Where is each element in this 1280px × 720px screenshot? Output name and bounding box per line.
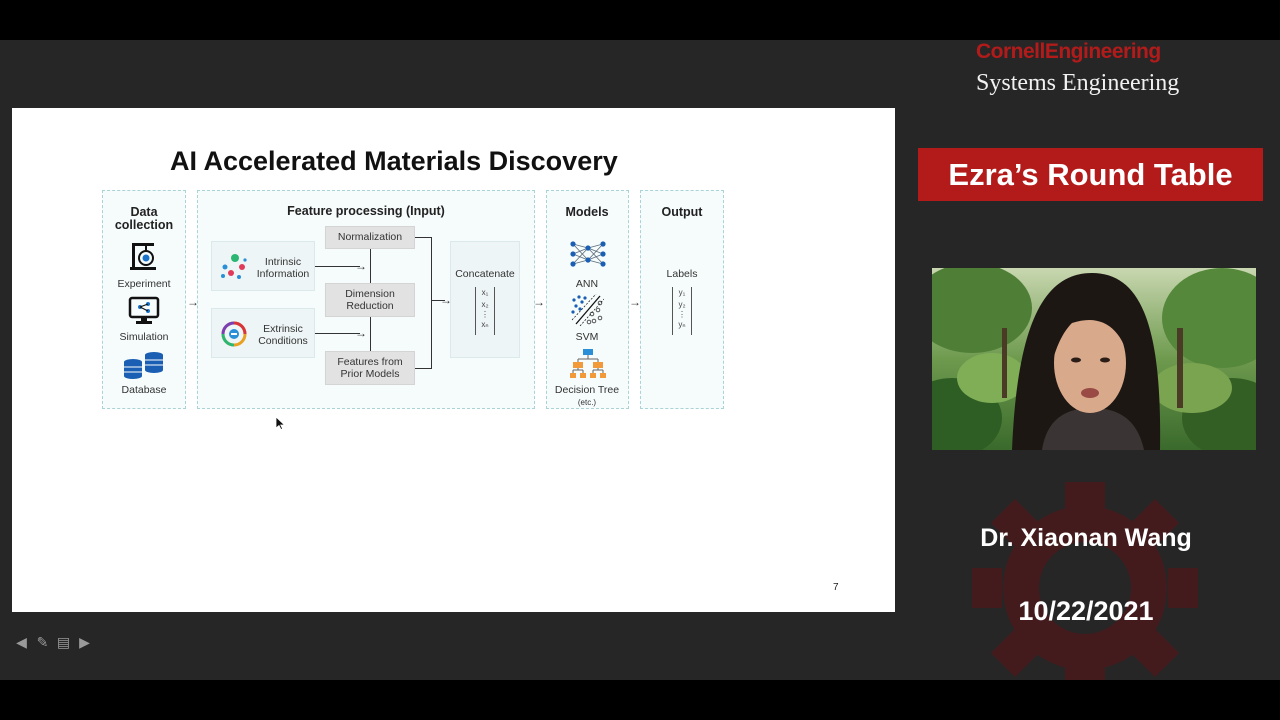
data-collection-heading: Data collection: [114, 205, 174, 233]
intrinsic-information-label: Intrinsic Information: [256, 256, 310, 281]
ann-label: ANN: [575, 278, 599, 290]
vector-entry: ⋮: [678, 310, 686, 319]
molecule-icon: [221, 254, 247, 279]
event-date: 10/22/2021: [1018, 596, 1154, 626]
models-etc-note: (etc.): [577, 398, 597, 407]
speaker-video-icon: [932, 268, 1256, 450]
slide-navigation: ◀ ✎ ▤ ▶: [13, 635, 93, 649]
prior-model-features-step: Features from Prior Models: [325, 351, 415, 385]
vector-entry: x₁: [481, 288, 489, 297]
arrow-right-icon: →: [187, 295, 199, 309]
extrinsic-conditions-card: Extrinsic Conditions: [211, 308, 315, 358]
department-name: Systems Engineering: [976, 70, 1180, 96]
intrinsic-information-card: Intrinsic Information: [211, 241, 315, 291]
extrinsic-conditions-label: Extrinsic Conditions: [258, 323, 308, 348]
decision-tree-label: Decision Tree: [554, 384, 620, 396]
gear-icon: [972, 482, 1198, 680]
label-vector: y₁ y₂ ⋮ yₙ: [672, 287, 692, 335]
feature-vector: x₁ x₂ ⋮ xₙ: [475, 287, 495, 335]
conditions-dial-icon: [221, 321, 247, 347]
slide-page-number: 7: [833, 582, 839, 593]
vector-entry: y₂: [678, 300, 686, 309]
slide-title: AI Accelerated Materials Discovery: [170, 146, 618, 176]
webcam-video: [932, 268, 1256, 450]
connector: [315, 333, 360, 334]
video-frame: AI Accelerated Materials Discovery Data …: [0, 40, 1280, 680]
svm-label: SVM: [575, 331, 599, 343]
speaker-name: Dr. Xiaonan Wang: [980, 524, 1192, 552]
arrow-right-icon[interactable]: ▶: [79, 634, 90, 650]
menu-icon[interactable]: ▤: [56, 634, 71, 650]
cornell-engineering-logo: CornellEngineering: [976, 40, 1161, 63]
vector-entry: ⋮: [481, 310, 489, 319]
models-heading: Models: [565, 205, 609, 219]
arrow-right-icon: →: [355, 259, 367, 273]
decision-tree-icon: [570, 349, 606, 378]
arrow-right-icon: →: [533, 295, 545, 309]
neural-network-icon: [570, 241, 606, 267]
connector: [431, 237, 432, 369]
connector: [315, 266, 360, 267]
output-panel: [640, 190, 724, 409]
experiment-icon: [130, 243, 156, 270]
labels-label: Labels: [666, 268, 698, 280]
output-heading: Output: [661, 205, 703, 219]
models-panel: [546, 190, 629, 409]
simulation-icon: [128, 296, 160, 324]
arrow-right-icon: →: [629, 295, 641, 309]
connector: [431, 300, 445, 301]
show-title-banner: Ezra’s Round Table: [918, 148, 1263, 201]
vector-entry: yₙ: [678, 320, 686, 329]
vector-entry: xₙ: [481, 320, 489, 329]
arrow-right-icon: →: [355, 326, 367, 340]
svm-icon: [571, 294, 604, 326]
vector-entry: y₁: [678, 288, 686, 297]
connector: [370, 249, 371, 283]
database-icon: [124, 352, 163, 379]
vector-entry: x₂: [481, 300, 489, 309]
database-label: Database: [121, 384, 167, 396]
connector: [370, 317, 371, 351]
presentation-slide: AI Accelerated Materials Discovery Data …: [12, 108, 895, 612]
concatenate-label: Concatenate: [455, 268, 515, 280]
normalization-step: Normalization: [325, 226, 415, 249]
mouse-cursor-icon: [276, 417, 285, 430]
connector: [415, 368, 431, 369]
feature-processing-heading: Feature processing (Input): [287, 204, 445, 218]
arrow-left-icon[interactable]: ◀: [16, 634, 27, 650]
experiment-label: Experiment: [117, 278, 171, 290]
pen-icon[interactable]: ✎: [36, 634, 49, 650]
simulation-label: Simulation: [119, 331, 169, 343]
connector: [415, 237, 431, 238]
concatenate-card: [450, 241, 520, 358]
arrow-right-icon: →: [440, 293, 452, 307]
data-collection-panel: [102, 190, 186, 409]
dimension-reduction-step: Dimension Reduction: [325, 283, 415, 317]
